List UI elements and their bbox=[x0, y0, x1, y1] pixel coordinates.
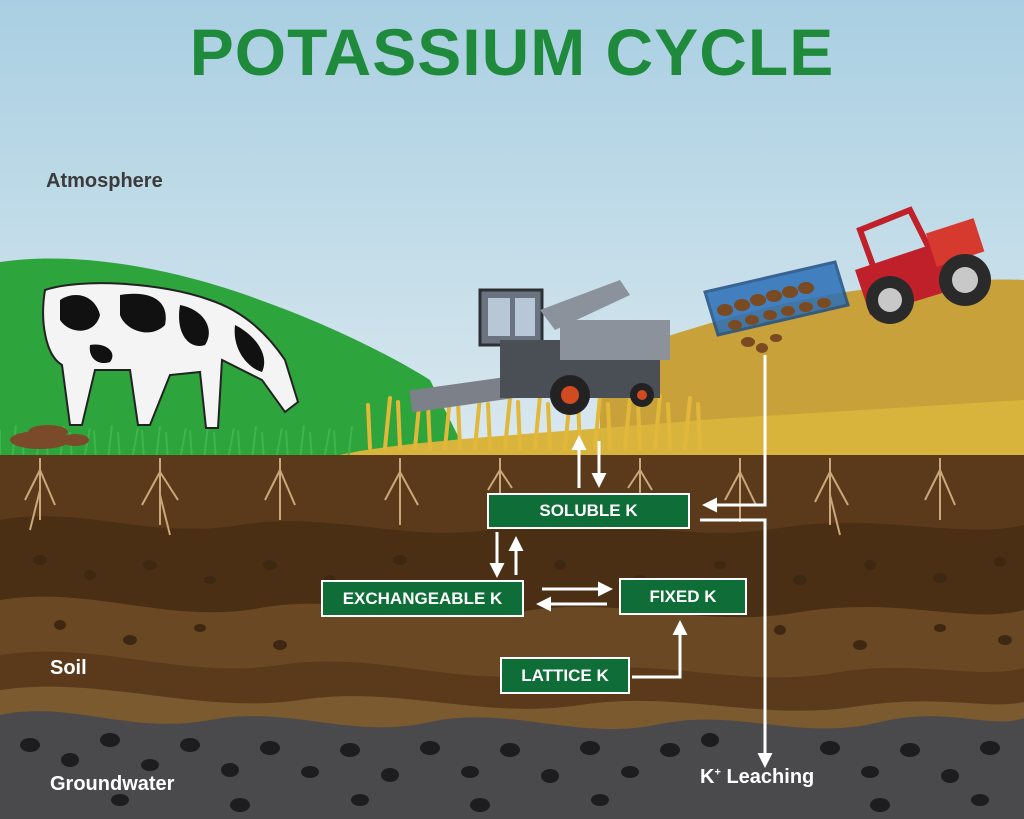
cow-icon bbox=[42, 282, 300, 429]
tractor-spreader-icon bbox=[703, 206, 991, 353]
page-title: POTASSIUM CYCLE bbox=[189, 15, 835, 89]
pool-soluble-k: SOLUBLE K bbox=[487, 493, 690, 529]
wheat-icon bbox=[366, 394, 702, 450]
zone-label-atmosphere: Atmosphere bbox=[46, 170, 163, 192]
arrow-fertilizer-to-soluble bbox=[702, 355, 767, 513]
leaching-ion: K bbox=[700, 766, 715, 788]
bedrock bbox=[0, 711, 1024, 819]
arrow-lattice-to-fixed bbox=[632, 620, 688, 679]
pool-exchangeable-k: EXCHANGEABLE K bbox=[321, 580, 524, 617]
plant-root-icon bbox=[24, 458, 956, 536]
manure-icon bbox=[10, 425, 89, 449]
gold-field bbox=[340, 400, 1024, 470]
pool-fixed-k: FIXED K bbox=[619, 578, 747, 615]
leaching-text: Leaching bbox=[726, 766, 815, 788]
pool-lattice-k: LATTICE K bbox=[500, 657, 630, 694]
zone-label-soil: Soil bbox=[50, 657, 87, 679]
groundwater-stones bbox=[20, 733, 1000, 812]
combine-harvester-icon bbox=[409, 280, 670, 415]
leaching-charge: + bbox=[714, 766, 721, 779]
flow-arrows bbox=[489, 355, 773, 768]
leaching-label: K+ Leaching bbox=[700, 766, 814, 789]
arrow-leaching bbox=[700, 518, 773, 768]
soil-pebbles bbox=[33, 555, 1012, 650]
zone-label-groundwater: Groundwater bbox=[50, 773, 175, 795]
